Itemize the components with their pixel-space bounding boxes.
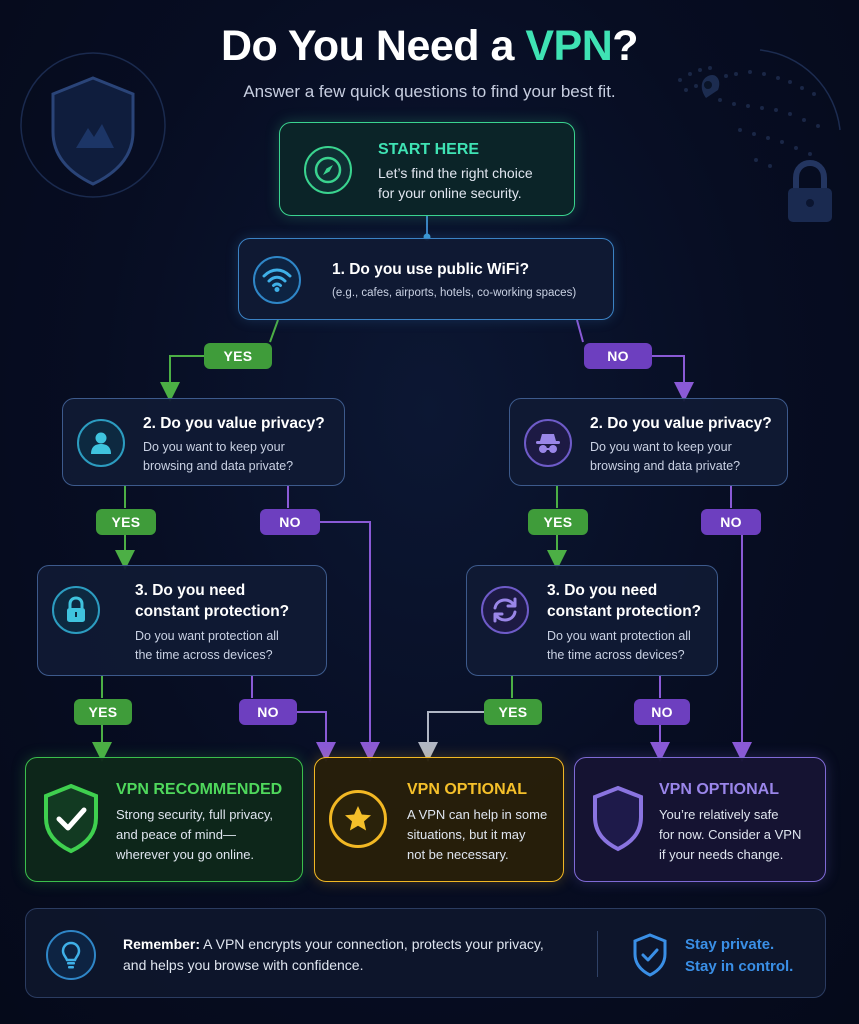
question-3-line-2-right: the time across devices? [547,648,685,662]
compass-icon [304,146,352,194]
yes-pill-q2-left: YES [96,509,156,535]
result-optional-safe-line-3: if your needs change. [659,847,784,862]
lock-icon [52,586,100,634]
yes-pill-q3-left: YES [74,699,132,725]
result-optional-some-line-2: situations, but it may [407,827,526,842]
footer-tagline-2: Stay in control. [685,958,794,975]
wifi-icon [253,256,301,304]
star-icon [329,790,387,848]
footer-remember-line-1: Remember: A VPN encrypts your connection… [123,936,544,952]
question-2-line-1-left: Do you want to keep your [143,440,285,454]
no-pill-q2-right: NO [701,509,761,535]
start-heading: START HERE [378,141,480,158]
background-shield-icon [20,52,166,198]
result-vpn-recommended: VPN RECOMMENDED Strong security, full pr… [25,757,303,882]
footer-banner: Remember: A VPN encrypts your connection… [25,908,826,998]
no-pill-q2-left: NO [260,509,320,535]
sync-icon [481,586,529,634]
start-line-1: Let’s find the right choice [378,165,533,181]
question-2-box-left: 2. Do you value privacy? Do you want to … [62,398,345,486]
question-2-heading-right: 2. Do you value privacy? [590,415,772,432]
no-pill-q3-left: NO [239,699,297,725]
incognito-icon [524,419,572,467]
shield-check-icon [44,783,98,854]
start-line-2: for your online security. [378,185,522,201]
question-2-line-2-left: browsing and data private? [143,459,294,473]
background-lock-icon [788,160,832,222]
result-optional-some-line-1: A VPN can help in some [407,807,548,822]
lightbulb-icon [46,930,96,980]
question-1-box: 1. Do you use public WiFi? (e.g., cafes,… [238,238,614,320]
question-1-detail: (e.g., cafes, airports, hotels, co-worki… [332,287,577,299]
result-recommended-line-3: wherever you go online. [116,847,255,862]
no-pill-q3-right: NO [634,699,690,725]
footer-shield-check-icon [633,933,667,977]
start-box: START HERE Let’s find the right choice f… [279,122,575,216]
question-3-line-1-right: Do you want protection all [547,629,691,643]
result-optional-safe-title: VPN OPTIONAL [659,781,780,798]
result-recommended-line-1: Strong security, full privacy, [116,807,274,822]
user-icon [77,419,125,467]
question-3-line-2-left: the time across devices? [135,648,273,662]
question-2-heading-left: 2. Do you value privacy? [143,415,325,432]
background-globe-icon [678,49,841,168]
result-optional-some-title: VPN OPTIONAL [407,781,528,798]
result-vpn-optional-safe: VPN OPTIONAL You’re relatively safe for … [574,757,826,882]
yes-pill-q2-right: YES [528,509,588,535]
shield-icon [593,785,643,852]
result-optional-safe-line-1: You’re relatively safe [659,807,779,822]
footer-divider [597,931,598,977]
result-optional-safe-line-2: for now. Consider a VPN [659,827,802,842]
result-optional-some-line-3: not be necessary. [407,847,509,862]
question-2-line-2-right: browsing and data private? [590,459,741,473]
page-title: Do You Need a VPN? [220,22,639,70]
result-recommended-title: VPN RECOMMENDED [116,781,283,798]
no-pill-q1: NO [584,343,652,369]
question-1-heading: 1. Do you use public WiFi? [332,261,530,278]
footer-remember-line-2: and helps you browse with confidence. [123,957,364,973]
result-vpn-optional-some: VPN OPTIONAL A VPN can help in some situ… [314,757,564,882]
footer-tagline-1: Stay private. [685,936,775,953]
question-2-line-1-right: Do you want to keep your [590,440,732,454]
result-recommended-line-2: and peace of mind— [116,827,236,842]
question-2-box-right: 2. Do you value privacy? Do you want to … [509,398,788,486]
question-3-line-1-left: Do you want protection all [135,629,279,643]
yes-pill-q3-right: YES [484,699,542,725]
page-subtitle: Answer a few quick questions to find you… [243,82,616,101]
yes-pill-q1: YES [204,343,272,369]
